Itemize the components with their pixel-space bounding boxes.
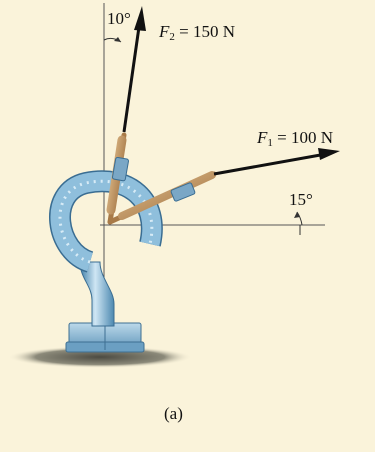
force-label-f2: F2 = 150 N — [159, 22, 235, 43]
angle-arc-f1-arrowhead — [294, 212, 300, 218]
figure-caption: (a) — [164, 404, 183, 423]
force-f1-symbol: F — [257, 128, 268, 147]
f1-arrow-shaft — [213, 152, 327, 176]
eyebolt-shank — [79, 261, 115, 327]
force-f2-subscript: 2 — [169, 31, 175, 43]
ground-shadow — [8, 346, 192, 368]
force-f1-value: = 100 N — [272, 128, 334, 147]
eyebolt-nut — [65, 322, 145, 353]
f2-arrowhead — [134, 6, 146, 31]
eyebolt-eye — [50, 171, 162, 272]
f1-arrowhead — [318, 148, 340, 160]
f2-arrow-shaft — [122, 19, 142, 133]
angle-label-f2: 10° — [107, 9, 131, 28]
force-label-f1: F1 = 100 N — [257, 128, 333, 149]
f2-cable — [106, 132, 129, 225]
force-f2-symbol: F — [159, 22, 170, 41]
force-f1-subscript: 1 — [267, 137, 273, 149]
angle-label-f1: 15° — [289, 190, 313, 209]
angle-arc-f1 — [296, 211, 303, 226]
f1-cable — [107, 171, 217, 225]
angle-arc-f2-arrowhead — [114, 37, 121, 42]
force-f2-value: = 150 N — [174, 22, 236, 41]
